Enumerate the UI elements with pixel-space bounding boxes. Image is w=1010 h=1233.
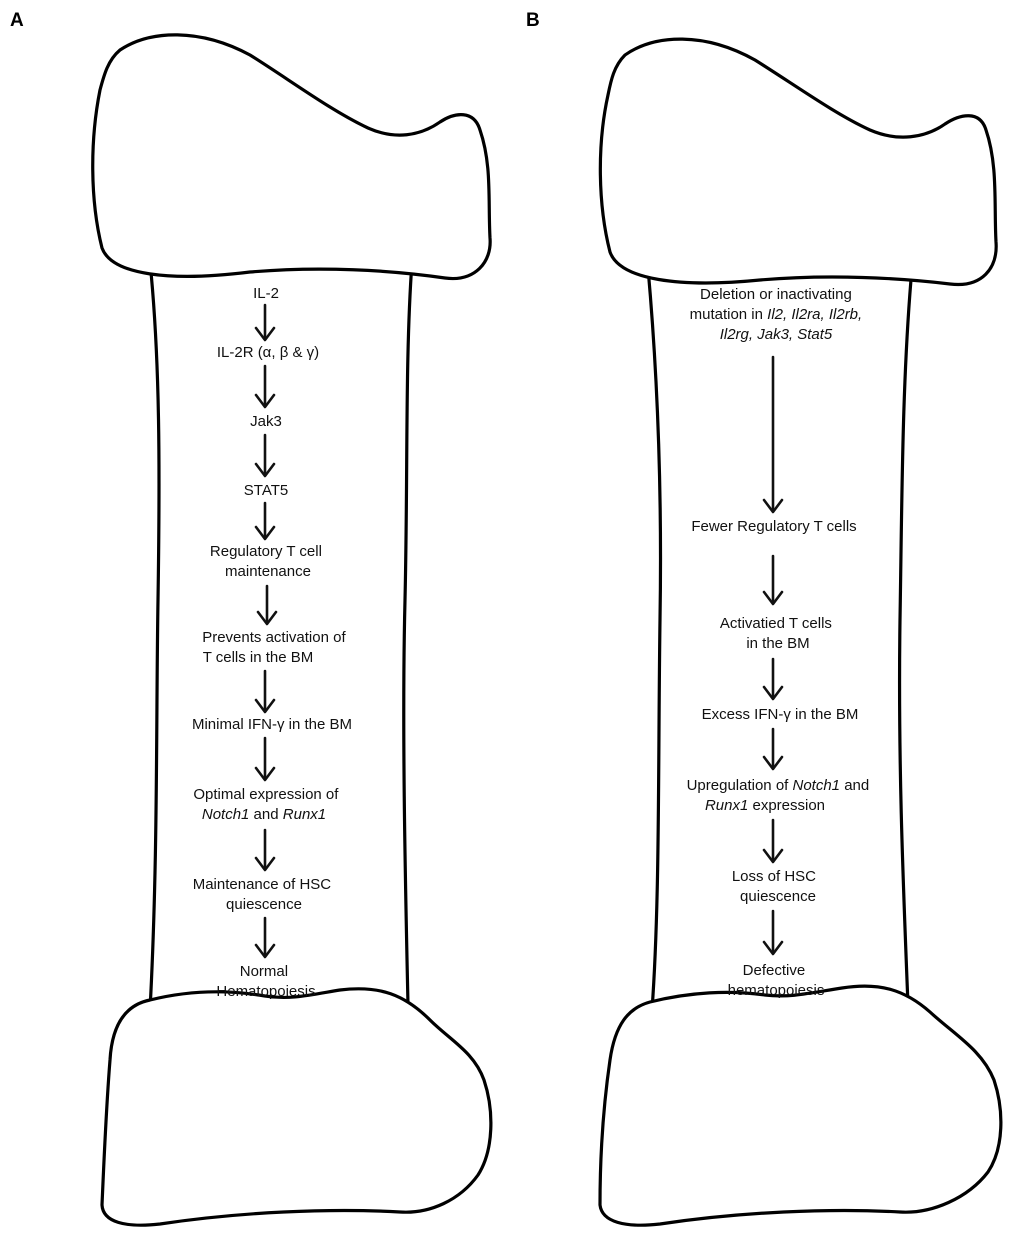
panel-a-node-hsc-maintenance-line1: Maintenance of HSC	[193, 876, 332, 893]
panel-b-gene-notch1: Notch1	[793, 777, 841, 794]
panel-a-node-il2-line: IL-2	[253, 285, 279, 302]
panel-b-node-loss-hsc-line1: Loss of HSC	[732, 868, 816, 885]
panel-a-node-minimal-ifn-line: Minimal IFN-γ in the BM	[192, 716, 352, 733]
panel-a-node-prevents-activation-line1: Prevents activation of	[202, 629, 346, 646]
panel-b-bone-top-head	[600, 39, 996, 284]
panel-a-node-optimal-expression-line1: Optimal expression of	[193, 786, 339, 803]
panel-a-node-stat5: STAT5	[244, 482, 288, 499]
panel-b-node-fewer-treg-line: Fewer Regulatory T cells	[691, 518, 856, 535]
panel-a-node-normal-hematopoiesis-line1: Normal	[240, 963, 288, 980]
panel-a-node-stat5-line: STAT5	[244, 482, 288, 499]
panel-b-deletion-genes-1: Il2, Il2ra, Il2rb,	[767, 306, 862, 323]
panel-b-upregulation-expression: expression	[748, 797, 825, 814]
panel-b-node-defective-hematopoiesis-line1: Defective	[743, 962, 806, 979]
panel-a-label: A	[10, 10, 24, 31]
panel-a-node-optimal-expression-line2: Notch1 and Runx1	[202, 806, 326, 823]
panel-b-node-fewer-treg: Fewer Regulatory T cells	[691, 518, 856, 535]
panel-a-node-minimal-ifn: Minimal IFN-γ in the BM	[192, 716, 352, 733]
panel-b-gene-runx1: Runx1	[705, 797, 748, 814]
panel-a-node-prevents-activation-line2: T cells in the BM	[203, 649, 314, 666]
panel-a-node-jak3-line: Jak3	[250, 413, 282, 430]
panel-b-label: B	[526, 10, 540, 31]
panel-a-bone-bottom-head	[102, 989, 491, 1225]
panel-a-node-il2r-line: IL-2R (α, β & γ)	[217, 344, 319, 361]
panel-a-gene-runx1: Runx1	[283, 806, 326, 823]
panel-b-node-excess-ifn: Excess IFN-γ in the BM	[702, 706, 859, 723]
panel-b-node-deletion-line1: Deletion or inactivating	[700, 286, 852, 303]
panel-a-node-jak3: Jak3	[250, 413, 282, 430]
panel-b-node-excess-ifn-line: Excess IFN-γ in the BM	[702, 706, 859, 723]
panel-a-node-normal-hematopoiesis-line2: Hematopoiesis	[216, 983, 315, 1000]
panel-b-bone-bottom-head	[600, 986, 1001, 1225]
panel-b-node-upregulation-line1: Upregulation of Notch1 and	[687, 777, 870, 794]
panel-a-node-treg-maintenance-line1: Regulatory T cell	[210, 543, 322, 560]
panel-a-bone-top-head	[93, 35, 490, 279]
panel-a-gene-notch1: Notch1	[202, 806, 250, 823]
panel-b-node-activated-t-cells-line1: Activatied T cells	[720, 615, 832, 632]
panel-a-node-il2: IL-2	[253, 285, 279, 302]
panel-b-node-defective-hematopoiesis-line2: hematopoiesis	[728, 982, 825, 999]
panel-b-node-deletion-line2: mutation in Il2, Il2ra, Il2rb,	[690, 306, 863, 323]
panel-b-deletion-mutation-in: mutation in	[690, 306, 768, 323]
panel-b-node-activated-t-cells-line2: in the BM	[746, 635, 809, 652]
panel-a-node-treg-maintenance-line2: maintenance	[225, 563, 311, 580]
panel-b-node-upregulation-line2: Runx1 expression	[705, 797, 825, 814]
panel-b-upregulation-and: and	[840, 777, 869, 794]
panel-a-optimal-and: and	[249, 806, 282, 823]
panel-b-upregulation-prefix: Upregulation of	[687, 777, 793, 794]
panel-b-node-deletion-line3: Il2rg, Jak3, Stat5	[720, 326, 833, 343]
panel-a: A IL-2 IL-2R (α, β & γ) Jak3 STAT5 Regul…	[10, 10, 491, 1225]
panel-b-node-loss-hsc-line2: quiescence	[740, 888, 816, 905]
panel-a-node-il2r: IL-2R (α, β & γ)	[217, 344, 319, 361]
panel-a-node-hsc-maintenance-line2: quiescence	[226, 896, 302, 913]
panel-b: B Deletion or inactivating mutation in I…	[526, 10, 1001, 1225]
